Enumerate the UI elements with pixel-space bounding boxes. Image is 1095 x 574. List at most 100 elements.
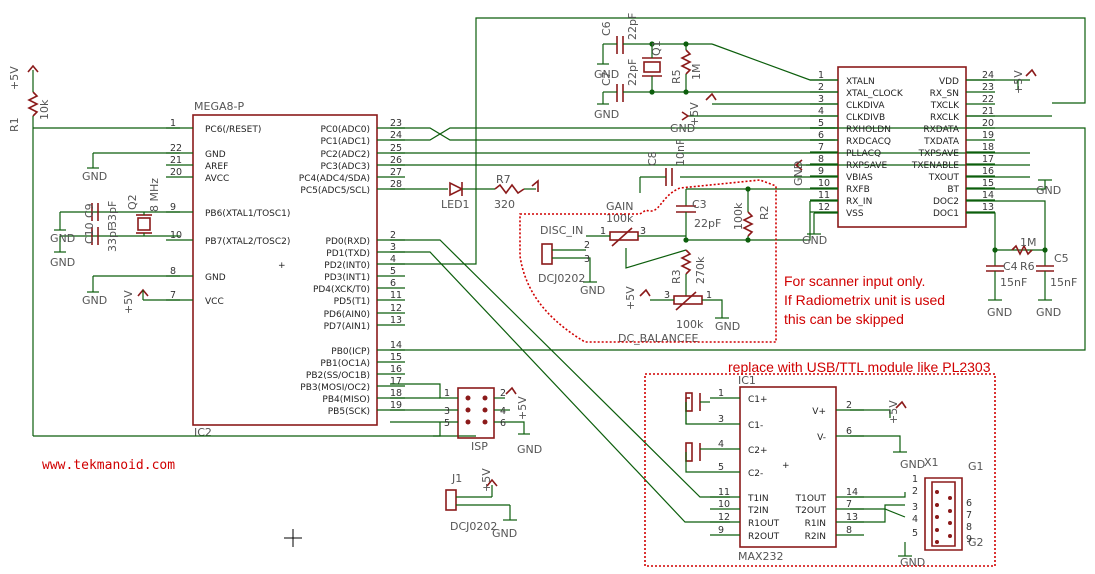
svg-text:+5V: +5V	[516, 396, 529, 420]
svg-text:R3: R3	[670, 269, 683, 284]
cmx-pin-number: 3	[818, 94, 824, 105]
svg-text:GAIN: GAIN	[606, 200, 634, 213]
mega8-left-ground: GND GND +5V	[82, 152, 180, 314]
mega8-pin-number: 27	[390, 167, 402, 178]
svg-text:DCJ0202: DCJ0202	[450, 520, 497, 533]
mega8-pin-number: 23	[390, 118, 402, 129]
svg-text:GND: GND	[594, 68, 619, 81]
svg-text:100k: 100k	[676, 318, 704, 331]
crystal-q1-network: GND GND C6 22pF C7 22pF Q1 R5 1M +5V GND	[594, 13, 838, 135]
mega8-pin-label: PD0(RXD)	[326, 237, 370, 247]
note-scanner-3: this can be skipped	[784, 311, 904, 327]
cmx-pin-label: PLLACQ	[846, 149, 881, 159]
max232-caps: +5V GND	[685, 392, 925, 473]
cmx-pin-number: 9	[818, 166, 824, 177]
max232-pin-number: 8	[846, 525, 852, 536]
cmx-pin-number: 23	[982, 82, 994, 93]
max232-pin-number: 12	[718, 512, 730, 523]
mega8-pin-label: PB7(XTAL2/TOSC2)	[205, 237, 290, 247]
r1-resistor: R1 10k +5V	[8, 64, 476, 437]
svg-text:C6: C6	[600, 21, 613, 36]
mega8-pin-number: 6	[390, 278, 396, 289]
svg-text:Q1: Q1	[650, 40, 663, 56]
svg-text:R6: R6	[1020, 260, 1035, 273]
svg-text:15nF: 15nF	[1000, 276, 1027, 289]
svg-text:R2: R2	[758, 205, 771, 220]
svg-text:5: 5	[912, 528, 918, 539]
svg-text:3: 3	[640, 226, 646, 237]
mega8-pin-label: PD5(T1)	[334, 297, 370, 307]
cmx-pin-number: 5	[818, 118, 824, 129]
svg-text:+: +	[782, 461, 790, 471]
mega8-pin-label: PD7(AIN1)	[324, 322, 370, 332]
max232-pin-label: T2IN	[747, 506, 769, 516]
svg-text:3: 3	[444, 406, 450, 417]
isp-connector: ISP GND +5V	[390, 383, 542, 456]
cmx-pin-label: VSS	[846, 209, 864, 219]
mega8-pin-number: 15	[390, 352, 402, 363]
svg-text:+5V: +5V	[1012, 70, 1025, 94]
svg-text:GND: GND	[1036, 184, 1061, 197]
svg-text:C9: C9	[83, 203, 96, 218]
r1-supply: +5V	[8, 66, 21, 90]
cmx-pin-label: BT	[947, 185, 959, 195]
mega8-pin-number: 22	[170, 143, 182, 154]
cmx-pin-number: 24	[982, 70, 994, 81]
mega8-pin-label: PC2(ADC2)	[320, 150, 370, 160]
svg-text:GND: GND	[1036, 306, 1061, 319]
cmx-pin-number: 16	[982, 166, 994, 177]
cmx-pin-number: 11	[818, 190, 830, 201]
cmx-pin-label: RXFB	[846, 185, 870, 195]
svg-text:1: 1	[600, 226, 606, 237]
mega8-pin-label: PB4(MISO)	[322, 395, 370, 405]
svg-text:4: 4	[500, 406, 506, 417]
mega8-pin-label: PB3(MOSI/OC2)	[300, 383, 370, 393]
footer-url: www.tekmanoid.com	[42, 458, 175, 473]
mega8-pin-number: 14	[390, 340, 402, 351]
svg-text:1: 1	[912, 474, 918, 485]
r1-name: R1	[8, 117, 21, 132]
max232-pin-label: R2IN	[805, 532, 826, 542]
max232-pins: 1C1+3C1-4C2+5C2-11T1IN10T2IN12R1OUT9R2OU…	[710, 388, 864, 542]
svg-text:MAX232: MAX232	[738, 550, 784, 563]
svg-text:C8: C8	[646, 151, 659, 166]
max232-pin-number: 4	[718, 439, 724, 450]
svg-text:GND: GND	[670, 122, 695, 135]
max232-pin-label: V-	[817, 433, 826, 443]
svg-text:6: 6	[500, 418, 506, 429]
svg-text:GND: GND	[50, 256, 75, 269]
mega8-pin-label: VCC	[205, 297, 224, 307]
cmx-pin-number: 13	[982, 202, 994, 213]
mega8-pin-label: GND	[205, 273, 226, 283]
mega8-pin-number: 25	[390, 143, 402, 154]
cmx-pin-label: DOC2	[933, 197, 959, 207]
cmx-pin-label: TXCLK	[930, 101, 960, 111]
svg-text:+5V: +5V	[688, 102, 701, 126]
mega8-pin-label: PB6(XTAL1/TOSC1)	[205, 209, 290, 219]
svg-text:GND: GND	[802, 234, 827, 247]
mega8-pin-label: GND	[205, 150, 226, 160]
max232-pin-label: V+	[812, 407, 826, 417]
r1-value: 10k	[38, 99, 51, 120]
mega8-pin-number: 2	[390, 230, 396, 241]
cmx-pin-number: 4	[818, 106, 824, 117]
max232-pin-label: R1IN	[805, 519, 826, 529]
cmx-pin-number: 2	[818, 82, 824, 93]
cmx-pin-label: RXHOLDN	[846, 125, 891, 135]
svg-text:GND: GND	[792, 161, 805, 186]
svg-text:G2: G2	[968, 536, 984, 549]
svg-text:33pF: 33pF	[106, 225, 119, 252]
mega8-pin-label: PC1(ADC1)	[320, 137, 370, 147]
svg-text:C3: C3	[692, 198, 707, 211]
svg-text:GND: GND	[594, 108, 619, 121]
mega8-pin-number: 17	[390, 376, 402, 387]
note-scanner-1: For scanner input only.	[784, 273, 925, 289]
crystal-q2: Q2 8 MHz C9 33pF C10 33pF GND GND	[50, 178, 180, 269]
cmx-pin-number: 12	[818, 202, 830, 213]
mega8-pin-number: 19	[390, 400, 402, 411]
max232-pin-label: T1IN	[747, 494, 769, 504]
cmx-pin-label: VDD	[939, 77, 959, 87]
mega8-pin-label: PD1(TXD)	[326, 249, 370, 259]
svg-text:8 MHz: 8 MHz	[148, 178, 161, 212]
